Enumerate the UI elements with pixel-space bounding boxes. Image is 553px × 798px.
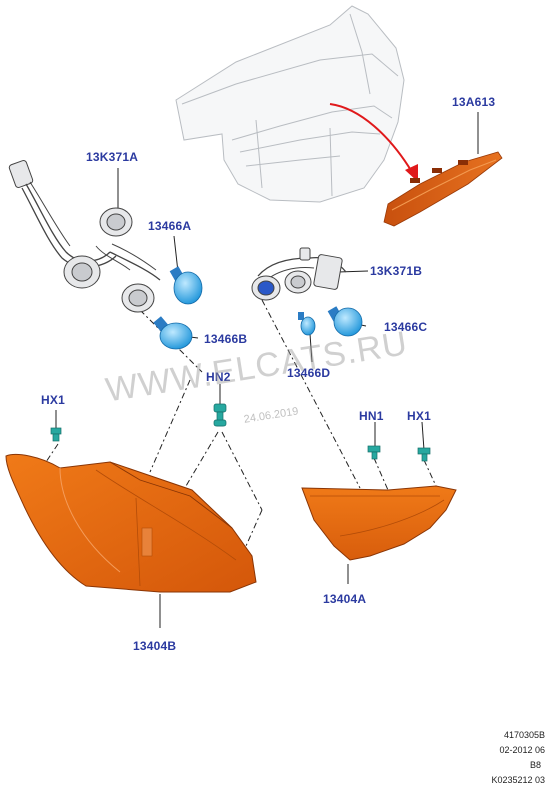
ref-code-4: K0235212 03 xyxy=(491,775,545,785)
trunk-lid xyxy=(175,5,405,203)
bulb-13466d xyxy=(298,312,316,336)
clip-hx1-left xyxy=(50,427,62,442)
clip-hn2 xyxy=(213,403,227,427)
tail-lamp-outer xyxy=(5,454,257,593)
callout-13k371a: 13K371A xyxy=(86,150,139,164)
clip-hn1 xyxy=(367,445,381,460)
callout-hx1-left: HX1 xyxy=(41,393,65,407)
socket-harness-left xyxy=(8,159,161,313)
callout-13466c: 13466C xyxy=(384,320,428,334)
tail-lamp-inner xyxy=(301,485,457,561)
callout-13404a: 13404A xyxy=(323,592,367,606)
callout-hn1: HN1 xyxy=(359,409,384,423)
ref-code-1: 4170305B xyxy=(503,730,545,740)
leader-lines xyxy=(45,112,479,628)
bulb-13466c xyxy=(327,306,363,337)
callout-13466a: 13466A xyxy=(148,219,192,233)
callout-hx1-right: HX1 xyxy=(407,409,431,423)
callout-13a613: 13A613 xyxy=(452,95,496,109)
clip-hx1-right xyxy=(417,447,431,462)
bulb-13466b xyxy=(153,316,193,350)
callout-13k371b: 13K371B xyxy=(370,264,423,278)
socket-harness-right xyxy=(251,247,347,301)
high-mount-lamp xyxy=(383,151,503,227)
callout-13466b: 13466B xyxy=(204,332,248,346)
callout-hn2: HN2 xyxy=(206,370,231,384)
bulb-13466a xyxy=(169,266,203,305)
callout-13466d: 13466D xyxy=(287,366,331,380)
ref-code-3: B8 xyxy=(529,760,541,770)
pointer-arrow xyxy=(329,103,418,182)
callout-13404b: 13404B xyxy=(133,639,177,653)
ref-code-2: 02-2012 06 xyxy=(499,745,545,755)
